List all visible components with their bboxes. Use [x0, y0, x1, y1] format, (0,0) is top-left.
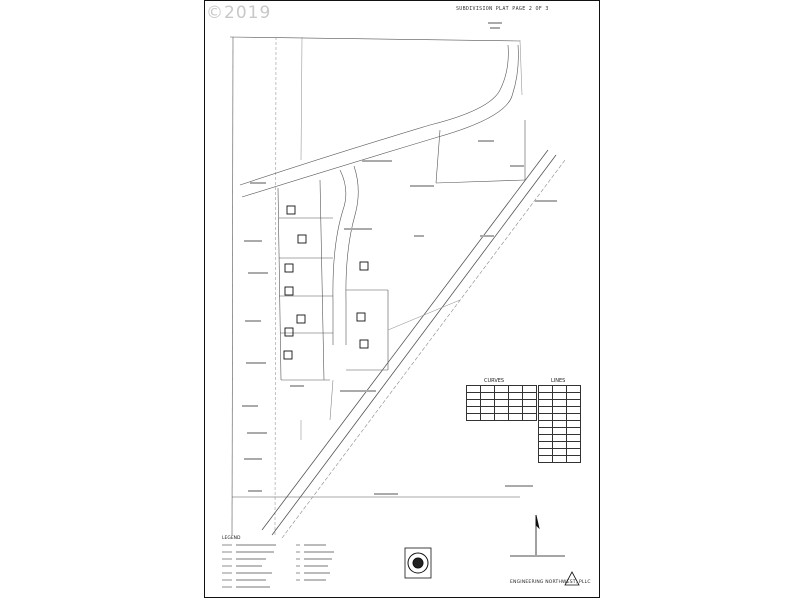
north-arrow-icon: [510, 514, 565, 557]
firm-name: ENGINEERING NORTHWEST, PLLC: [510, 580, 591, 585]
road-north-edge: [239, 44, 509, 186]
lot-marker-4: [284, 286, 294, 296]
highway-edge-1: [261, 149, 549, 531]
engineer-seal-icon: [404, 547, 432, 579]
lot-marker-2: [297, 234, 307, 244]
lot-marker-5: [296, 314, 306, 324]
west-boundary-line: [231, 36, 234, 536]
lot-marker-10: [359, 339, 369, 349]
lines-table-title: LINES: [551, 378, 566, 384]
highway-edge-2: [271, 154, 557, 536]
sheet-title: SUBDIVISION PLAT PAGE 2 OF 3: [456, 6, 549, 12]
plat-sheet: [204, 0, 600, 598]
road-south-edge: [241, 44, 519, 198]
north-boundary-line: [229, 36, 521, 42]
lot-marker-8: [359, 261, 369, 271]
legend-title: LEGEND: [222, 536, 241, 541]
lot-marker-9: [356, 312, 366, 322]
lot-marker-6: [284, 327, 294, 337]
lot-marker-7: [283, 350, 293, 360]
legend-symbols: [222, 544, 300, 588]
curves-table: [466, 385, 537, 421]
access-road-west: [332, 169, 347, 345]
lot-marker-3: [284, 263, 294, 273]
copyright-watermark: ©2019: [206, 3, 272, 23]
curves-table-title: CURVES: [484, 378, 505, 384]
firm-logo-icon: [564, 571, 580, 586]
lines-table: [538, 385, 581, 463]
lot-marker-1: [286, 205, 296, 215]
